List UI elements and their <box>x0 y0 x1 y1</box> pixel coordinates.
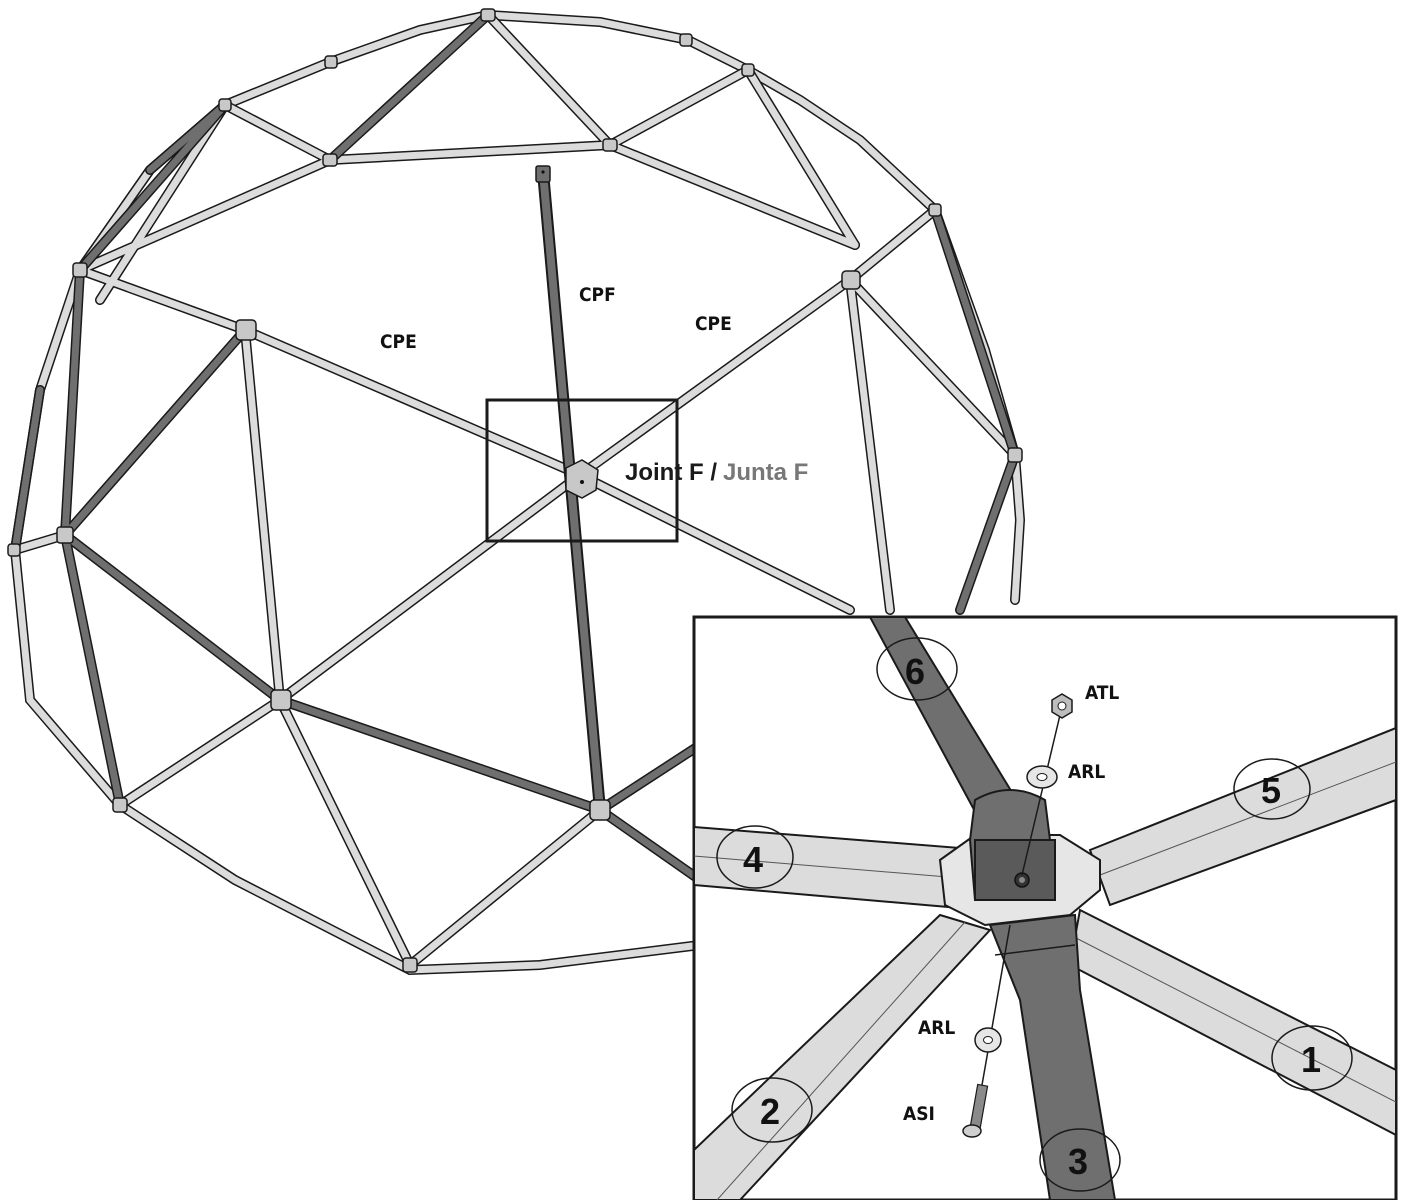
joint-f-label: Joint F /Junta F <box>625 459 808 486</box>
bolt-asi-icon <box>962 1083 989 1138</box>
nut-atl-icon <box>1051 693 1073 719</box>
joint-f-english: Joint F / <box>625 459 717 486</box>
callout-2 <box>731 1077 813 1143</box>
arl-label-top: ARL <box>1068 761 1105 783</box>
joint-hubs <box>7 8 1023 973</box>
strut-number-5: 5 <box>1261 770 1281 811</box>
dome-frame <box>7 8 1026 976</box>
hub-center <box>565 459 599 499</box>
hub-13 <box>741 63 755 77</box>
joint-f-highlight-box <box>485 398 679 543</box>
hub-2 <box>322 153 338 167</box>
hub-6 <box>589 799 611 821</box>
strut-number-callouts <box>716 637 1353 1192</box>
hub-7 <box>56 526 74 544</box>
hub-10 <box>402 957 418 973</box>
arl-label-bottom: ARL <box>918 1017 955 1039</box>
washer-bottom-icon <box>974 1027 1002 1053</box>
hub-15 <box>324 55 338 69</box>
hub-5 <box>270 689 292 711</box>
hub-1 <box>602 138 618 152</box>
hub-8 <box>72 262 88 278</box>
callout-5 <box>1233 758 1311 820</box>
strut-number-2: 2 <box>760 1091 780 1132</box>
strut-number-3: 3 <box>1068 1141 1088 1182</box>
hub-14 <box>218 98 232 112</box>
cpe-label-right: CPE <box>695 313 732 335</box>
washer-top-icon <box>1026 765 1058 789</box>
callout-4 <box>716 825 794 889</box>
joint-detail-inset: 6 5 4 1 2 3 ATL ARL ARL ASI <box>692 615 1398 1200</box>
hub-16 <box>679 33 693 47</box>
hub-17 <box>7 543 21 557</box>
atl-label: ATL <box>1085 682 1119 704</box>
inset-hub <box>938 789 1101 927</box>
joint-f-spanish: Junta F <box>723 459 808 486</box>
hub-4 <box>841 270 861 290</box>
strut-number-1: 1 <box>1301 1039 1321 1080</box>
callout-6 <box>876 637 958 701</box>
cpe-label-left: CPE <box>380 331 417 353</box>
hub-9 <box>112 797 128 813</box>
hub-top <box>480 8 496 22</box>
strut-number-4: 4 <box>743 839 763 880</box>
hub-12 <box>928 203 942 217</box>
hub-11 <box>1007 447 1023 463</box>
callout-3 <box>1039 1128 1121 1192</box>
asi-label: ASI <box>903 1103 935 1125</box>
strut-number-6: 6 <box>905 651 925 692</box>
inset-strut-2 <box>694 913 992 1200</box>
callout-1 <box>1271 1025 1353 1091</box>
inset-strut-5 <box>1088 726 1396 907</box>
cpf-label: CPF <box>579 284 616 306</box>
hub-3 <box>235 319 257 341</box>
